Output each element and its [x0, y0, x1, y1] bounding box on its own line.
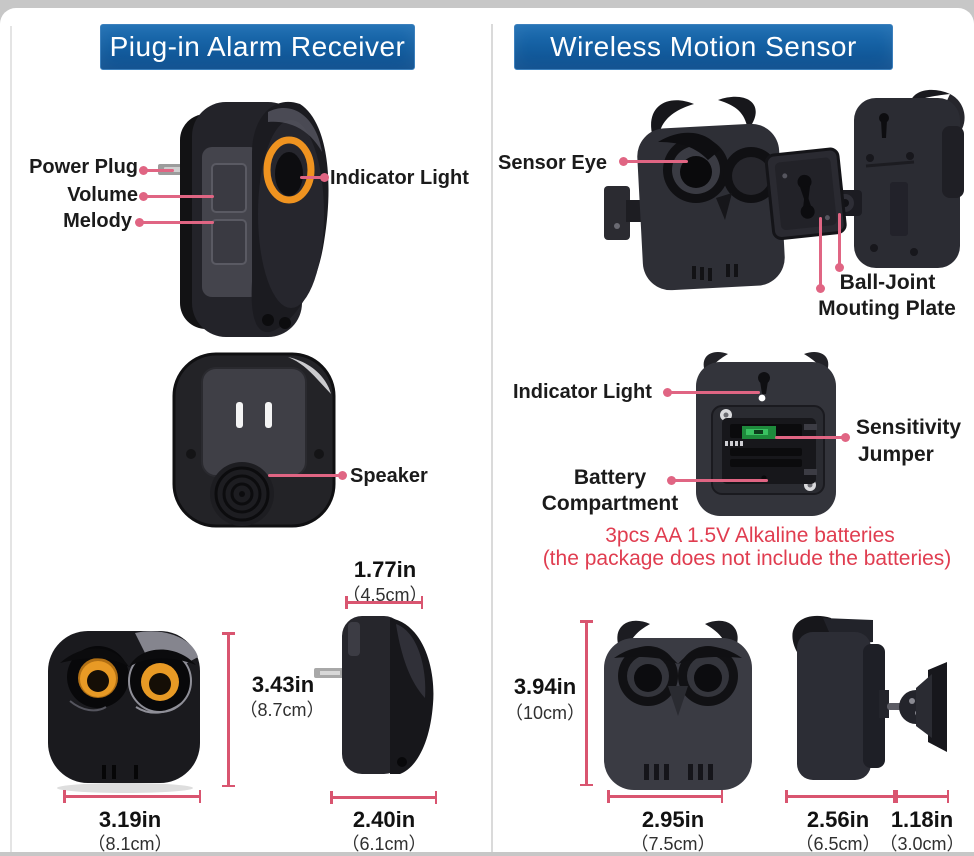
battery-note-line1: 3pcs AA 1.5V Alkaline batteries [605, 524, 895, 547]
receiver-bottom-depth-cm: （6.1cm） [341, 834, 427, 854]
melody-label: Melody [63, 210, 132, 232]
sensor-body-depth-cm: （6.5cm） [795, 834, 881, 854]
sensor-body-depth-in: 2.56in [806, 807, 870, 832]
speaker-callout-line [268, 471, 347, 480]
receiver-back-view-illustration [172, 352, 336, 528]
sensor-side-view-illustration [792, 615, 947, 780]
receiver-height-in: 3.43in [251, 672, 315, 697]
sensor-height-cm: （10cm） [504, 703, 585, 723]
receiver-height-dimension-line [222, 632, 234, 787]
sensor-front-owl-view-illustration [604, 620, 752, 790]
sensitivity-jumper-callout-line [775, 433, 850, 442]
ball-joint-label-line1: Ball-Joint [839, 271, 936, 294]
volume-callout-line [139, 192, 214, 201]
sensor-battery-compartment-illustration [696, 352, 836, 516]
power-plug-label: Power Plug [29, 156, 138, 178]
sensitivity-jumper-callout-dot-icon [841, 433, 850, 442]
sensor-width-in: 2.95in [641, 807, 705, 832]
sensor-height-in: 3.94in [513, 674, 577, 699]
receiver-height-cm: （8.7cm） [239, 700, 325, 720]
sensor-indicator-callout-dot-icon [663, 388, 672, 397]
receiver-title-banner: Piug-in Alarm Receiver [100, 24, 415, 70]
power-plug-callout-dot-icon [139, 166, 148, 175]
sensor-back-with-mount-illustration [764, 89, 965, 268]
receiver-top-depth-in: 1.77in [353, 557, 417, 582]
sensor-width-cm: （7.5cm） [630, 834, 716, 854]
sensor-width-dimension-line [607, 790, 723, 802]
indicator-light-label: Indicator Light [330, 167, 469, 189]
left-edge-divider [10, 26, 12, 852]
indicator-light-callout-dot-icon [320, 173, 329, 182]
indicator-light-callout-line [300, 173, 329, 182]
receiver-width-dimension-line [63, 790, 201, 802]
melody-callout-dot-icon [135, 218, 144, 227]
receiver-side-view-illustration [314, 616, 434, 774]
receiver-width-in: 3.19in [98, 807, 162, 832]
ball-joint-callout-dot-1-icon [816, 284, 825, 293]
power-plug-callout-line [139, 166, 174, 175]
battery-compartment-callout-dot-icon [667, 476, 676, 485]
battery-compartment-label-line2: Compartment [541, 492, 679, 515]
ball-joint-callout-line-1 [816, 217, 825, 293]
receiver-title: Piug-in Alarm Receiver [109, 31, 406, 62]
ball-joint-callout-dot-2-icon [835, 263, 844, 272]
sensor-mount-depth-in: 1.18in [890, 807, 954, 832]
speaker-label: Speaker [350, 465, 428, 487]
sensor-height-dimension-line [580, 620, 592, 786]
sensor-eye-callout-dot-icon [619, 157, 628, 166]
volume-callout-dot-icon [139, 192, 148, 201]
battery-note-line2: (the package does not include the batter… [542, 547, 952, 570]
sensor-eye-callout-line [619, 157, 688, 166]
sensor-indicator-callout-line [663, 388, 760, 397]
sensor-title-banner: Wireless Motion Sensor [514, 24, 893, 70]
sensor-three-quarter-view-illustration [604, 96, 785, 291]
sensor-eye-label: Sensor Eye [498, 152, 607, 174]
column-divider [491, 24, 493, 852]
sensitivity-jumper-label-line2: Jumper [858, 443, 934, 466]
melody-callout-line [135, 218, 214, 227]
receiver-bottom-depth-dimension-line [330, 791, 437, 803]
sensor-mount-depth-dimension-line [895, 790, 949, 802]
sensor-indicator-light-label: Indicator Light [513, 381, 652, 403]
receiver-three-quarter-view-illustration [158, 101, 329, 337]
ball-joint-label-line2: Mouting Plate [818, 297, 956, 320]
ball-joint-callout-line-2 [835, 213, 844, 272]
battery-compartment-label-line1: Battery [573, 466, 647, 489]
volume-label: Volume [67, 184, 138, 206]
receiver-top-depth-dimension-line [345, 596, 423, 608]
speaker-callout-dot-icon [338, 471, 347, 480]
sensor-body-depth-dimension-line [785, 790, 895, 802]
receiver-bottom-depth-in: 2.40in [352, 807, 416, 832]
sensor-mount-depth-cm: （3.0cm） [879, 834, 965, 854]
sensitivity-jumper-label-line1: Sensitivity [856, 416, 962, 439]
sensor-title: Wireless Motion Sensor [550, 31, 857, 62]
receiver-front-owl-view-illustration [48, 631, 200, 793]
receiver-width-cm: （8.1cm） [87, 834, 173, 854]
receiver-top-depth-cm: （4.5cm） [342, 585, 428, 605]
battery-compartment-callout-line [667, 476, 768, 485]
